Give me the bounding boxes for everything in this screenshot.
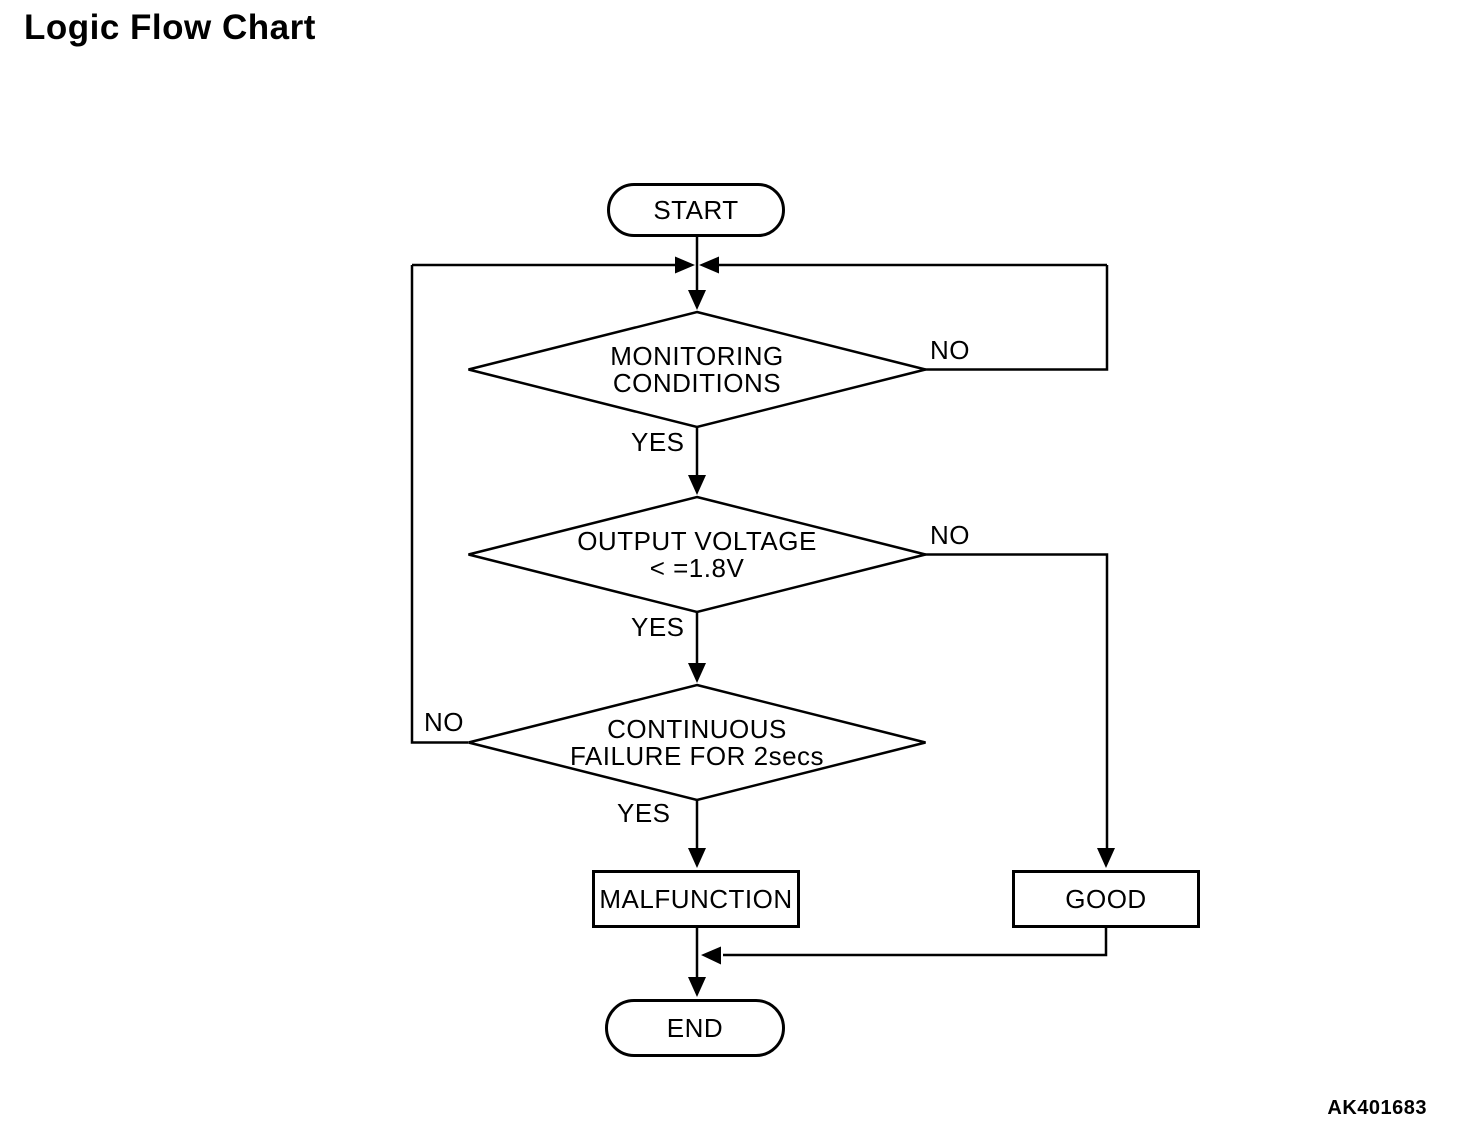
- decision2-no-label: NO: [930, 520, 970, 550]
- decision1-line2: CONDITIONS: [612, 367, 782, 398]
- node-malfunction: MALFUNCTION: [592, 870, 800, 928]
- decision3-line1: CONTINUOUS: [607, 713, 787, 744]
- decision2-yes-label: YES: [631, 612, 685, 642]
- figure-code: AK401683: [1327, 1097, 1427, 1119]
- decision2-line1: OUTPUT VOLTAGE: [577, 525, 817, 556]
- decision1-line1: MONITORING: [610, 340, 784, 371]
- decision1-text: MONITORING CONDITIONS: [497, 341, 897, 398]
- node-good: GOOD: [1012, 870, 1200, 928]
- decision3-diamond-shape: [468, 683, 926, 802]
- page-title: Logic Flow Chart: [24, 8, 316, 47]
- decision2-line2: < =1.8V: [649, 552, 745, 583]
- end-label: END: [666, 1012, 724, 1043]
- decision1-diamond-shape: [468, 310, 926, 429]
- arrowhead-into-decision2: [688, 475, 706, 495]
- node-start: START: [607, 183, 785, 237]
- arrowhead-into-good: [1097, 848, 1115, 868]
- edge-good-to-merge: [723, 928, 1108, 957]
- decision3-no-label: NO: [424, 707, 464, 737]
- arrowhead-merge-from-good: [701, 946, 721, 965]
- arrowhead-junction-from-left: [675, 256, 695, 274]
- decision3-line2: FAILURE FOR 2secs: [569, 740, 825, 771]
- good-label: GOOD: [1065, 883, 1147, 914]
- decision1-yes-label: YES: [631, 427, 685, 457]
- decision2-text: OUTPUT VOLTAGE < =1.8V: [497, 526, 897, 583]
- decision3-text: CONTINUOUS FAILURE FOR 2secs: [497, 714, 897, 771]
- arrowhead-into-end: [688, 977, 706, 997]
- edge-decision2-no: [925, 553, 1109, 850]
- arrowhead-junction-from-right: [699, 256, 719, 274]
- decision2-diamond-shape: [468, 495, 926, 614]
- arrowhead-into-decision1: [688, 290, 706, 310]
- malfunction-label: MALFUNCTION: [599, 883, 793, 914]
- decision3-yes-label: YES: [617, 798, 671, 828]
- edge-decision1-no: [925, 265, 1109, 371]
- arrowhead-into-malfunction: [688, 848, 706, 868]
- node-end: END: [605, 999, 785, 1057]
- edge-decision3-no: [410, 265, 468, 744]
- start-label: START: [653, 194, 739, 225]
- decision1-no-label: NO: [930, 335, 970, 365]
- arrowhead-into-decision3: [688, 663, 706, 683]
